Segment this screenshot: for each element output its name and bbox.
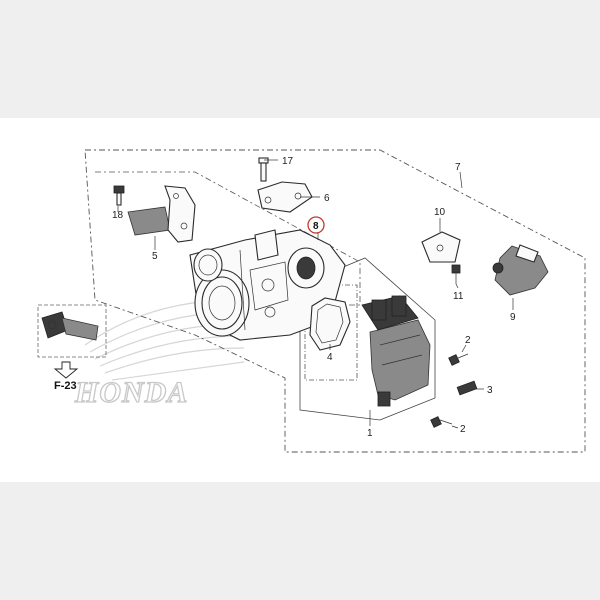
gasket-box-outline <box>304 284 358 381</box>
callout-18: 18 <box>112 210 124 221</box>
parts-diagram-canvas: HONDA <box>0 118 600 482</box>
callout-5: 5 <box>152 251 158 262</box>
bolt-part-11 <box>451 264 461 284</box>
screw-part-17 <box>258 157 269 182</box>
callout-2-lower: 2 <box>460 424 466 435</box>
gasket-part-4 <box>309 297 351 351</box>
callout-6: 6 <box>324 193 330 204</box>
callout-3: 3 <box>487 385 493 396</box>
screw-part-3 <box>456 380 478 396</box>
throttle-body <box>189 229 346 341</box>
leader-lines <box>117 159 514 429</box>
callout-11: 11 <box>453 291 464 302</box>
callout-9: 9 <box>510 312 516 323</box>
exploded-parts-diagram: HONDA <box>37 149 586 453</box>
bracket-part-5 <box>127 185 196 243</box>
callout-7: 7 <box>455 162 461 173</box>
sensor-group-outline <box>299 257 436 421</box>
bolt-part-18 <box>113 185 125 206</box>
callout-2-upper: 2 <box>465 335 471 346</box>
callout-4: 4 <box>327 352 333 363</box>
highlight-circle-part-8 <box>307 216 325 234</box>
callout-1: 1 <box>367 428 373 439</box>
callout-17: 17 <box>282 156 294 167</box>
reference-arrow <box>53 361 79 379</box>
sensor-part-9 <box>492 244 549 296</box>
screw-part-2-lower <box>430 416 453 428</box>
clip-part-10 <box>421 231 461 263</box>
reference-label-f23: F-23 <box>54 380 77 392</box>
screw-part-2-upper <box>448 353 469 366</box>
hose-connector-part <box>41 311 99 341</box>
callout-8: 8 <box>313 221 319 232</box>
sensor-unit-part-1 <box>361 295 431 407</box>
reference-box-dashed <box>37 304 107 358</box>
callout-10: 10 <box>434 207 446 218</box>
assembly-outline-dashed <box>84 149 586 453</box>
honda-brand-watermark: HONDA <box>74 376 188 409</box>
